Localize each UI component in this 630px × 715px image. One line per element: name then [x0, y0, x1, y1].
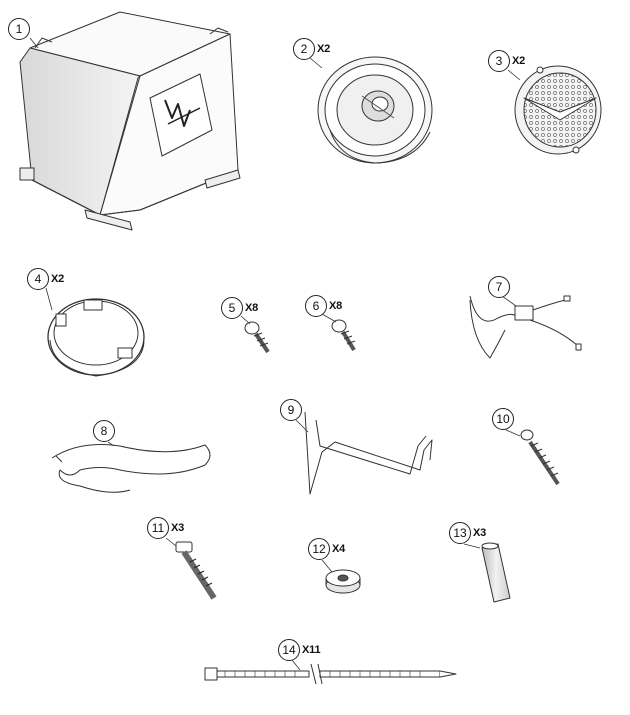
callout-8: 8 [93, 420, 117, 442]
part-number: 14 [278, 639, 300, 661]
cable-tie-icon [204, 663, 457, 685]
part-number: 4 [27, 268, 49, 290]
wire-harness-icon [469, 295, 582, 359]
cable-icon [51, 444, 211, 493]
speaker-adapter-ring-icon [47, 298, 145, 377]
long-screw-icon [520, 429, 560, 486]
part-number: 8 [93, 420, 115, 442]
part-qty: X2 [317, 43, 331, 55]
part-number: 6 [305, 295, 327, 317]
part-number: 7 [488, 276, 510, 298]
short-screw-icon [331, 319, 356, 352]
part-number: 10 [492, 408, 514, 430]
bolt-icon [175, 541, 217, 600]
callout-1: 1 [8, 18, 32, 40]
part-number: 12 [308, 538, 330, 560]
part-qty: X11 [302, 644, 321, 656]
short-screw-icon [244, 321, 270, 354]
part-qty: X8 [329, 300, 343, 312]
part-number: 9 [280, 399, 302, 421]
part-qty: X3 [171, 522, 185, 534]
part-number: 2 [293, 38, 315, 60]
part-number: 3 [488, 50, 510, 72]
callout-7: 7 [488, 276, 512, 298]
speaker-grille-icon [514, 65, 602, 155]
coaxial-speaker-icon [317, 56, 433, 164]
part-number: 13 [449, 522, 471, 544]
tube-spacer-icon [481, 542, 511, 603]
callout-10: 10 [492, 408, 516, 430]
washer-spacer-icon [325, 569, 361, 594]
part-qty: X3 [473, 527, 487, 539]
part-qty: X8 [245, 302, 259, 314]
callout-9: 9 [280, 399, 304, 421]
part-qty: X2 [51, 273, 65, 285]
part-qty: X2 [512, 55, 526, 67]
subwoofer-enclosure-icon [19, 11, 241, 231]
bent-bracket-icon [304, 411, 433, 495]
part-number: 11 [147, 517, 169, 539]
part-number: 5 [221, 297, 243, 319]
part-qty: X4 [332, 543, 346, 555]
part-number: 1 [8, 18, 30, 40]
leader-lines [29, 37, 521, 671]
